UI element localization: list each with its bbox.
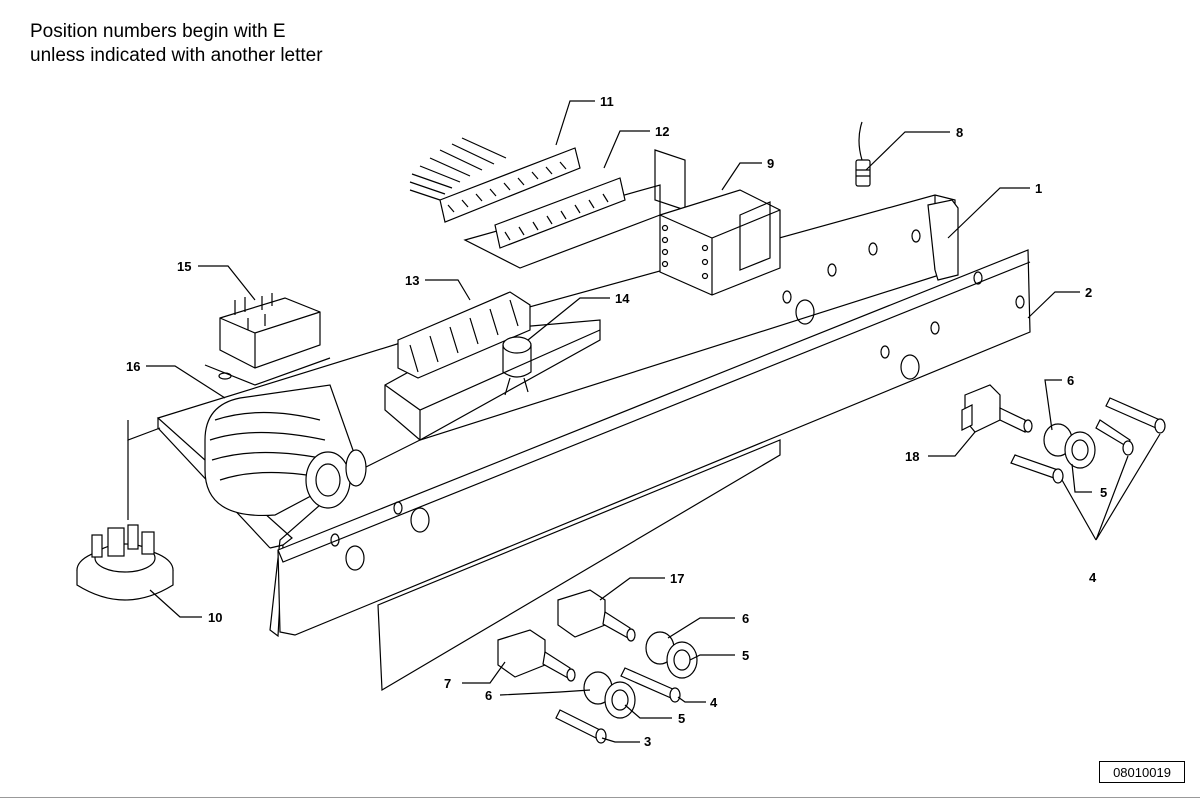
callout-9: 9 xyxy=(767,156,774,171)
callout-12: 12 xyxy=(655,124,669,139)
callout-5-front-upper: 5 xyxy=(742,648,749,663)
pressure-switch xyxy=(76,440,174,601)
callout-3: 3 xyxy=(644,734,651,749)
switch-18 xyxy=(961,384,1033,433)
callout-numbers: 1 2 3 4 4 5 5 5 6 6 6 7 8 9 10 11 12 13 … xyxy=(126,94,1107,749)
callout-7: 7 xyxy=(444,676,451,691)
terminal-block xyxy=(384,291,601,441)
lower-front-panel xyxy=(377,439,781,692)
position-note: Position numbers begin with E unless ind… xyxy=(30,20,323,68)
callout-1: 1 xyxy=(1035,181,1042,196)
temperature-sensor xyxy=(855,121,871,187)
knob-assembly-front xyxy=(555,631,698,744)
callout-4-right: 4 xyxy=(1089,570,1097,585)
bottom-divider xyxy=(0,797,1200,798)
drawing-code-box: 08010019 xyxy=(1099,761,1185,783)
callout-5-front-lower: 5 xyxy=(678,711,685,726)
callout-6-front-lower: 6 xyxy=(485,688,492,703)
callout-18: 18 xyxy=(905,449,919,464)
callout-6-right: 6 xyxy=(1067,373,1074,388)
callout-5-right: 5 xyxy=(1100,485,1107,500)
switch-17 xyxy=(557,589,636,642)
callout-16: 16 xyxy=(126,359,140,374)
callout-6-front-upper: 6 xyxy=(742,611,749,626)
callout-13: 13 xyxy=(405,273,419,288)
note-line-1: Position numbers begin with E xyxy=(30,21,286,42)
callout-15: 15 xyxy=(177,259,191,274)
callout-2: 2 xyxy=(1085,285,1092,300)
power-relay xyxy=(204,293,331,386)
contactor xyxy=(659,189,781,296)
callout-10: 10 xyxy=(208,610,222,625)
note-line-2: unless indicated with another letter xyxy=(30,45,323,66)
callout-4-front: 4 xyxy=(710,695,718,710)
knob-assembly-right xyxy=(1010,397,1166,484)
switch-7 xyxy=(497,629,576,682)
terminal-board xyxy=(409,137,686,269)
programme-timer xyxy=(204,384,367,517)
callout-11: 11 xyxy=(600,94,614,109)
callout-17: 17 xyxy=(670,571,684,586)
callout-14: 14 xyxy=(615,291,630,306)
callout-8: 8 xyxy=(956,125,963,140)
leader-lines xyxy=(146,100,1161,743)
